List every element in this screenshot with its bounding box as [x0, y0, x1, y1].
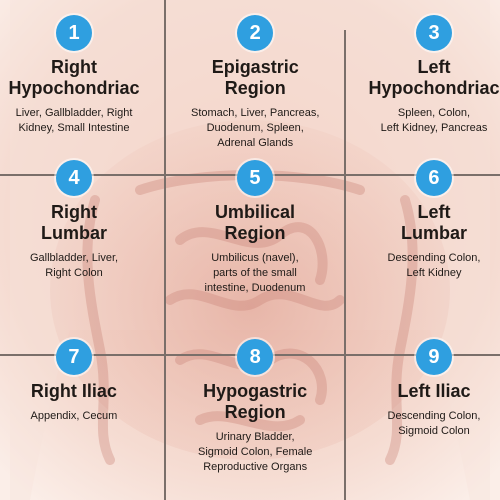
region-number-badge: 8: [237, 339, 274, 375]
intestine-mass: [50, 120, 450, 460]
region-title-line: Left: [417, 202, 451, 222]
region-organs-line: Sigmoid Colon, Female: [198, 446, 313, 458]
region-title-line: Lumbar: [41, 223, 108, 243]
region-organs-line: Umbilicus (navel),: [211, 252, 299, 264]
region-title-line: Region: [224, 78, 286, 98]
region-organs-line: Reproductive Organs: [203, 461, 308, 473]
intestine-loop: [165, 289, 345, 311]
region-title-line: Right: [51, 202, 98, 222]
region-organs-line: Right Colon: [45, 267, 103, 279]
region-organs-line: Left Kidney, Pancreas: [380, 122, 488, 134]
region-organs-line: Appendix, Cecum: [30, 410, 118, 422]
region-title-line: Left Iliac: [397, 381, 471, 401]
region-title: Right Iliac: [31, 381, 117, 402]
region-number-badge: 9: [415, 339, 452, 375]
region-organs: Spleen, Colon, Left Kidney, Pancreas: [381, 106, 488, 136]
region-organs-line: Left Kidney: [406, 267, 462, 279]
region-organs-line: parts of the small: [213, 267, 297, 279]
intestine-loop: [82, 195, 115, 465]
region-title-line: Umbilical: [214, 202, 295, 222]
region-organs: Descending Colon, Left Kidney: [388, 251, 481, 281]
region-title-line: Left: [417, 57, 451, 77]
region-organs-line: Stomach, Liver, Pancreas,: [191, 107, 320, 119]
region-organs-line: Descending Colon,: [387, 252, 481, 264]
region-title-line: Hypochondriac: [8, 78, 140, 98]
region-organs: Appendix, Cecum: [31, 409, 118, 424]
region-organs-line: Kidney, Small Intestine: [18, 122, 130, 134]
region-title-line: Right Iliac: [30, 381, 117, 401]
intestine-loop: [385, 195, 418, 465]
region-title-line: Right: [51, 57, 97, 77]
region-number-badge: 5: [236, 160, 273, 196]
region-title-line: Lumbar: [400, 223, 467, 243]
intestine-loop: [175, 222, 328, 285]
region-number-badge: 2: [237, 15, 274, 51]
region-number-badge: 1: [56, 15, 93, 51]
region-title: Left Iliac: [397, 381, 470, 402]
region-organs-line: Urinary Bladder,: [215, 431, 295, 443]
region-organs-line: intestine, Duodenum: [204, 282, 306, 294]
region-organs-line: Sigmoid Colon: [398, 425, 470, 437]
region-number-badge: 4: [56, 160, 93, 196]
region-organs-line: Descending Colon,: [387, 410, 481, 422]
region-organs-line: Adrenal Glands: [217, 137, 294, 149]
region-title-line: Epigastric: [211, 57, 299, 77]
intestine-loop: [195, 411, 305, 432]
region-organs: Descending Colon, Sigmoid Colon: [388, 409, 481, 439]
region-title-line: Hypogastric: [203, 381, 308, 401]
region-title-line: Hypochondriac: [368, 78, 500, 98]
region-title-line: Region: [224, 402, 286, 422]
region-organs-line: Gallbladder, Liver,: [30, 252, 119, 264]
region-organs-line: Duodenum, Spleen,: [206, 122, 304, 134]
region-organs: Umbilicus (navel), parts of the small inte…: [205, 251, 306, 296]
region-number-badge: 6: [415, 160, 452, 196]
region-organs: Gallbladder, Liver, Right Colon: [30, 251, 118, 281]
region-number-badge: 3: [416, 15, 453, 51]
region-number-badge: 7: [55, 339, 92, 375]
region-organs-line: Liver, Gallbladder, Right: [15, 107, 133, 119]
region-organs-line: Spleen, Colon,: [397, 107, 471, 119]
region-organs: Stomach, Liver, Pancreas, Duodenum, Splee…: [191, 106, 319, 151]
region-title-line: Region: [224, 223, 286, 243]
